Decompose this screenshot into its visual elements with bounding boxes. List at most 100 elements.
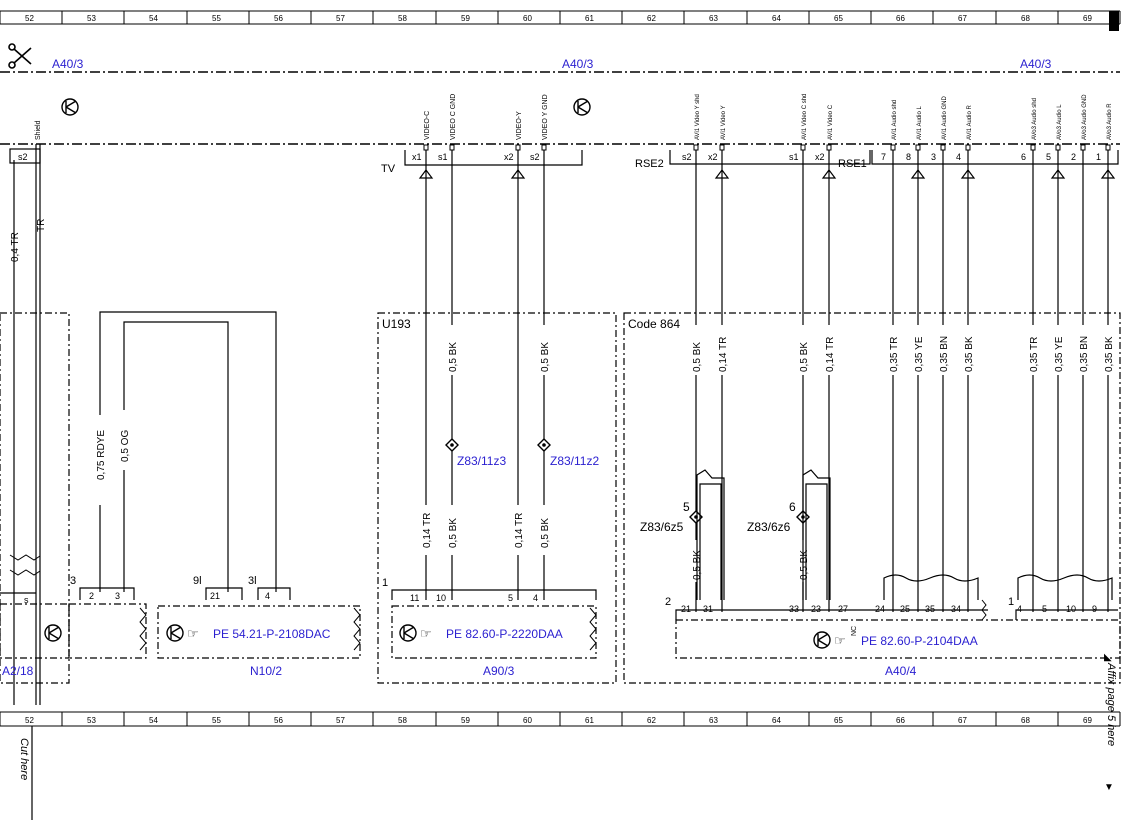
ruler-label: 64: [772, 14, 781, 23]
pin-mark: [915, 144, 921, 151]
n10-conn-c: 3l: [248, 575, 257, 587]
ruler-label: 56: [274, 14, 283, 23]
zigzag-edge-icon: [139, 599, 987, 651]
pin-mark: [1105, 144, 1111, 151]
u193-wire-label: 0,5 BK: [540, 342, 551, 372]
pointer-icon: ☞: [834, 633, 846, 648]
a90-pin-5: 5: [508, 593, 513, 603]
a40-4-conn-b: 1: [1008, 596, 1014, 608]
n10-pin-4: 4: [265, 591, 270, 601]
arrow-down-icon: ◣: [1104, 652, 1112, 663]
label-bg: [690, 325, 702, 375]
label-bg: [797, 325, 809, 375]
pin-mark: [890, 144, 896, 151]
n10-2-ref-link[interactable]: PE 54.21-P-2108DAC: [213, 627, 331, 641]
ruler-label: 61: [585, 14, 594, 23]
splice-num-5: 5: [683, 500, 690, 514]
ruler-label: 68: [1021, 716, 1030, 725]
a40-4-pin: 24: [875, 604, 885, 614]
affix-text: Affix page 5 here: [1105, 662, 1117, 746]
pin-mark: [940, 144, 946, 151]
a40-4-pin: 33: [789, 604, 799, 614]
ruler-label: 52: [25, 716, 34, 725]
ruler-label: 65: [834, 716, 843, 725]
module-symbol-icon: [166, 624, 184, 642]
pin-label: s1: [438, 152, 448, 162]
label-bg: [823, 325, 835, 375]
n10-conn-b-box: [205, 587, 243, 600]
left-wire-label-2: TR: [36, 219, 47, 232]
a40-4-conn-b-box: [1015, 609, 1118, 620]
a2-18-box: [0, 603, 70, 659]
n10-pin-21: 21: [210, 591, 220, 601]
a40-4-pin: 21: [681, 604, 691, 614]
pin-mark: [423, 144, 429, 151]
ruler-label: 67: [958, 716, 967, 725]
u193-wire-label: 0,14 TR: [422, 513, 433, 548]
pin-name-label: AVo3 Audio L: [1057, 104, 1063, 140]
pin-label: 7: [881, 152, 886, 162]
code864-wire-label: 0,35 YE: [914, 336, 925, 372]
pin-label: 8: [906, 152, 911, 162]
a90-3-box: [391, 605, 597, 659]
ruler-label: 57: [336, 716, 345, 725]
label-bg: [716, 325, 728, 375]
rse2-label: RSE2: [635, 158, 664, 170]
ruler-label: 62: [647, 716, 656, 725]
n10-2-box: [157, 605, 361, 659]
label-bg: [887, 325, 899, 375]
a40-4-pin: 31: [703, 604, 713, 614]
bus-label-1: A40/3: [52, 57, 84, 71]
n10-conn-a-box: [79, 587, 135, 600]
pin-label: x1: [412, 152, 422, 162]
a40-4-ref-link[interactable]: PE 82.60-P-2104DAA: [861, 634, 978, 648]
pin-label: s2: [682, 152, 692, 162]
pin-name-label: VIDEO-C: [424, 111, 431, 140]
u193-wire-label: 0,5 BK: [540, 518, 551, 548]
n10-side-box: [68, 603, 147, 659]
a40-4-label: A40/4: [885, 664, 917, 678]
label-bg: [446, 325, 458, 375]
ruler-label: 66: [896, 716, 905, 725]
ruler-label: 59: [461, 716, 470, 725]
label-bg: [1052, 325, 1064, 375]
code864-region: [623, 312, 1121, 684]
pin-label: 4: [956, 152, 961, 162]
splice-dot: [542, 443, 546, 447]
label-bg: [937, 325, 949, 375]
audio-connector: [871, 150, 1119, 165]
pin-name-label: AVi1 Audio R: [967, 105, 973, 140]
u193-label: U193: [382, 317, 411, 331]
a40-4-conn-a: 2: [665, 596, 671, 608]
a40-4-pin: 34: [951, 604, 961, 614]
a90-conn: 1: [382, 577, 388, 589]
ruler-label: 53: [87, 14, 96, 23]
pin-mark: [515, 144, 521, 151]
module-symbol-icon: [61, 98, 79, 116]
pin-name-label: AVi1 Audio L: [917, 106, 923, 140]
pin-mark: [449, 144, 455, 151]
code864-wire-label: 0,5 BK: [692, 342, 703, 372]
ruler-label: 61: [585, 716, 594, 725]
label-bg: [538, 505, 550, 555]
ruler-label: 60: [523, 716, 532, 725]
scissors-icon: [8, 43, 32, 69]
pin-mark: [1080, 144, 1086, 151]
ruler-label: 69: [1083, 14, 1092, 23]
a40-4-pin: 10: [1066, 604, 1076, 614]
left-pin: s2: [18, 152, 28, 162]
module-symbol-icon: [399, 624, 417, 642]
label-bg: [446, 505, 458, 555]
a90-3-ref-link[interactable]: PE 82.60-P-2220DAA: [446, 627, 563, 641]
pin-label: 1: [1096, 152, 1101, 162]
ruler-label: 52: [25, 14, 34, 23]
a40-4-pin: 25: [900, 604, 910, 614]
ruler-label: 63: [709, 716, 718, 725]
code864-wire-label: 0,35 BK: [964, 336, 975, 372]
ruler-label: 63: [709, 14, 718, 23]
u193-wire-label: 0,5 BK: [448, 518, 459, 548]
pin-mark: [719, 144, 725, 151]
a40-4-pin: 4: [1017, 604, 1022, 614]
